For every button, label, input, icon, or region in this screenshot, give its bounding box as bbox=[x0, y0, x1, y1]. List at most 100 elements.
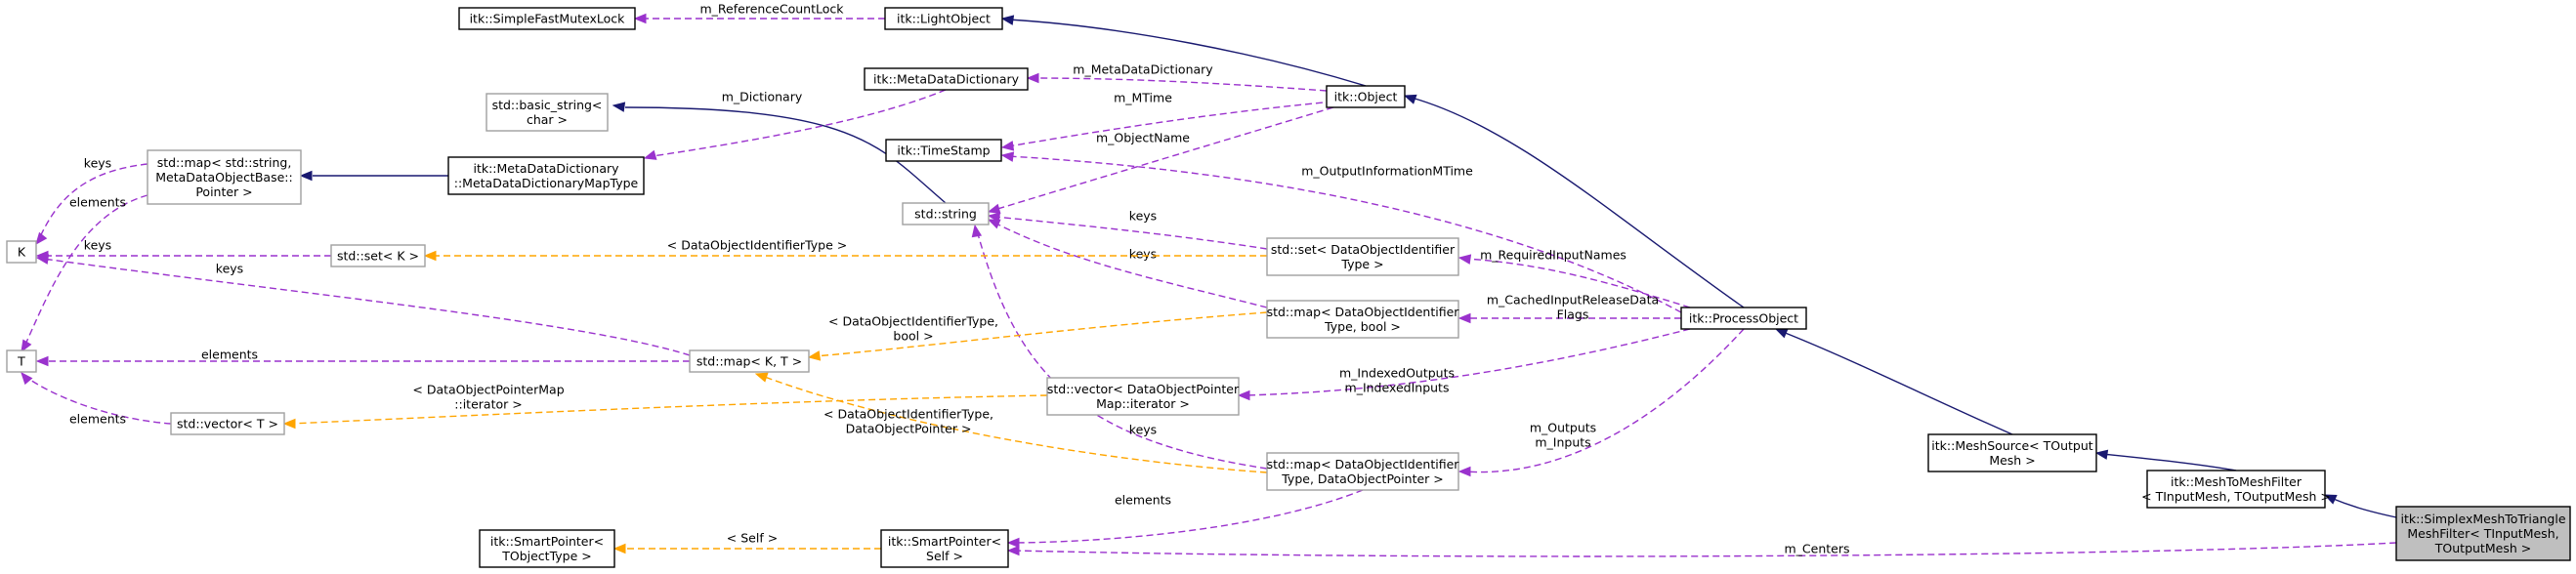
arrowhead-icon bbox=[35, 355, 49, 367]
node-label: std::map< DataObjectIdentifier bbox=[1267, 457, 1460, 472]
node-box bbox=[447, 156, 645, 195]
node-box bbox=[147, 149, 302, 205]
node-label: T bbox=[17, 354, 25, 369]
edge-line bbox=[1007, 101, 1334, 147]
node-std-string[interactable]: std::string bbox=[902, 202, 990, 226]
edge-inherit-meshsource-process bbox=[1774, 328, 2013, 435]
node-map-dataobject-pointer[interactable]: std::map< DataObjectIdentifierType, Data… bbox=[1266, 452, 1460, 491]
edge-label: m_Centers bbox=[1784, 542, 1849, 556]
edge-label: elements bbox=[1115, 493, 1171, 508]
edge-label: < DataObjectIdentifierType > bbox=[667, 238, 847, 253]
node-box bbox=[479, 529, 615, 568]
edge-line bbox=[1013, 542, 2397, 557]
edge-usage-timestamp-object: m_MTime bbox=[1000, 91, 1334, 151]
edge-line bbox=[38, 163, 148, 240]
edge-line bbox=[1244, 328, 1691, 396]
edge-label: < DataObjectPointerMap bbox=[412, 383, 564, 397]
node-box bbox=[1266, 452, 1459, 491]
node-label: itk::TimeStamp bbox=[897, 144, 990, 158]
arrowhead-icon bbox=[1457, 466, 1471, 477]
node-std-map-string[interactable]: std::map< std::string,MetaDataObjectBase… bbox=[147, 149, 302, 205]
edge-label: m_ObjectName bbox=[1096, 131, 1190, 145]
edge-tmpl-vector-vectorT: < DataObjectPointerMap::iterator > bbox=[282, 383, 1048, 430]
node-label: Pointer > bbox=[195, 184, 252, 199]
node-process-object[interactable]: itk::ProcessObject bbox=[1680, 307, 1807, 330]
node-label: Mesh > bbox=[1989, 453, 2035, 468]
node-label: std::vector< DataObjectPointer bbox=[1047, 382, 1240, 396]
node-label: std::set< DataObjectIdentifier bbox=[1271, 242, 1456, 257]
edge-label: m_IndexedOutputs bbox=[1339, 366, 1455, 381]
edge-tmpl-setid-setK: < DataObjectIdentifierType > bbox=[423, 238, 1267, 262]
edge-usage-smartself-simplex: m_Centers bbox=[1006, 542, 2397, 557]
arrowhead-icon bbox=[21, 339, 32, 353]
node-vector-T[interactable]: std::vector< T > bbox=[170, 412, 285, 435]
node-vector-pointer-map[interactable]: std::vector< DataObjectPointerMap::itera… bbox=[1046, 377, 1240, 416]
arrowhead-icon bbox=[2094, 449, 2109, 460]
arrowhead-icon bbox=[1457, 312, 1471, 324]
edge-line bbox=[1007, 155, 1682, 313]
node-box bbox=[2395, 506, 2571, 561]
node-T[interactable]: T bbox=[6, 349, 37, 373]
edge-inherit-simplex-filter bbox=[2323, 494, 2397, 518]
node-object[interactable]: itk::Object bbox=[1326, 85, 1406, 108]
node-box bbox=[1266, 237, 1459, 276]
node-basic-string[interactable]: std::basic_string<char > bbox=[486, 93, 609, 132]
edge-label: keys bbox=[216, 262, 243, 276]
node-K[interactable]: K bbox=[6, 240, 37, 264]
arrowhead-icon bbox=[1026, 72, 1039, 84]
node-light-object[interactable]: itk::LightObject bbox=[884, 7, 1003, 30]
edge-label: m_CachedInputReleaseData bbox=[1487, 293, 1659, 308]
edge-label: < DataObjectIdentifierType, bbox=[828, 314, 998, 329]
edge-inherit-basicstring-string bbox=[612, 102, 947, 204]
node-smart-pointer-T[interactable]: itk::SmartPointer<TObjectType > bbox=[479, 529, 615, 568]
arrowhead-icon bbox=[21, 371, 33, 386]
edge-usage-mutex-lightobject: m_ReferenceCountLock bbox=[633, 2, 885, 24]
edge-line bbox=[993, 222, 1268, 308]
node-box bbox=[330, 244, 426, 267]
node-map-dataobject-bool[interactable]: std::map< DataObjectIdentifierType, bool… bbox=[1266, 300, 1460, 339]
edge-line bbox=[814, 311, 1268, 357]
edge-usage-T-mapstring: elements bbox=[21, 194, 148, 353]
node-label: K bbox=[18, 245, 26, 260]
node-meta-data-dictionary[interactable]: itk::MetaDataDictionary bbox=[864, 67, 1029, 91]
node-set-dataobject-id[interactable]: std::set< DataObjectIdentifierType > bbox=[1266, 237, 1459, 276]
edge-inherit-filter-meshsource bbox=[2094, 449, 2237, 472]
node-smart-pointer-self[interactable]: itk::SmartPointer<Self > bbox=[880, 529, 1009, 568]
node-box bbox=[1046, 377, 1240, 416]
node-mesh-to-mesh-filter[interactable]: itk::MeshToMeshFilter< TInputMesh, TOutp… bbox=[2141, 470, 2331, 509]
edge-inherit-lightobject-object bbox=[1000, 15, 1367, 87]
edge-usage-string-mapbool: keys bbox=[987, 219, 1268, 308]
arrowhead-icon bbox=[1000, 15, 1015, 25]
node-time-stamp[interactable]: itk::TimeStamp bbox=[885, 139, 1002, 162]
node-label: itk::ProcessObject bbox=[1689, 311, 1798, 326]
node-label: std::string bbox=[914, 207, 977, 222]
node-box bbox=[1326, 85, 1406, 108]
edge-usage-dictionary-object: m_MetaDataDictionary bbox=[1026, 62, 1328, 92]
arrowhead-icon bbox=[299, 170, 313, 182]
edge-tmpl-mappointer-mapKT: < DataObjectIdentifierType,DataObjectPoi… bbox=[754, 372, 1268, 473]
node-label: ::MetaDataDictionaryMapType bbox=[454, 176, 639, 190]
node-map-K-T[interactable]: std::map< K, T > bbox=[689, 349, 810, 373]
node-simple-fast-mutex-lock[interactable]: itk::SimpleFastMutexLock bbox=[458, 7, 636, 30]
nodes-layer: itk::SimpleFastMutexLock itk::LightObject… bbox=[6, 7, 2571, 568]
edge-label: keys bbox=[1129, 209, 1157, 224]
edge-usage-string-object: m_ObjectName bbox=[987, 106, 1334, 214]
arrowhead-icon bbox=[35, 254, 50, 265]
edge-label: keys bbox=[1129, 423, 1157, 437]
node-label: std::basic_string< bbox=[492, 98, 603, 112]
edge-label: DataObjectPointer > bbox=[846, 422, 972, 436]
node-dictionary-map-type[interactable]: itk::MetaDataDictionary::MetaDataDiction… bbox=[447, 156, 645, 195]
node-mesh-source[interactable]: itk::MeshSource< TOutputMesh > bbox=[1927, 433, 2097, 472]
arrowhead-icon bbox=[987, 203, 1001, 214]
node-box bbox=[884, 7, 1003, 30]
node-label: itk::MetaDataDictionary bbox=[873, 72, 1020, 87]
edge-line bbox=[1007, 19, 1367, 87]
arrowhead-icon bbox=[35, 231, 48, 246]
edge-label: m_RequiredInputNames bbox=[1480, 248, 1626, 263]
node-label: itk::MeshSource< TOutput bbox=[1931, 438, 2092, 453]
arrowhead-icon bbox=[1237, 390, 1250, 401]
node-set-K[interactable]: std::set< K > bbox=[330, 244, 426, 267]
